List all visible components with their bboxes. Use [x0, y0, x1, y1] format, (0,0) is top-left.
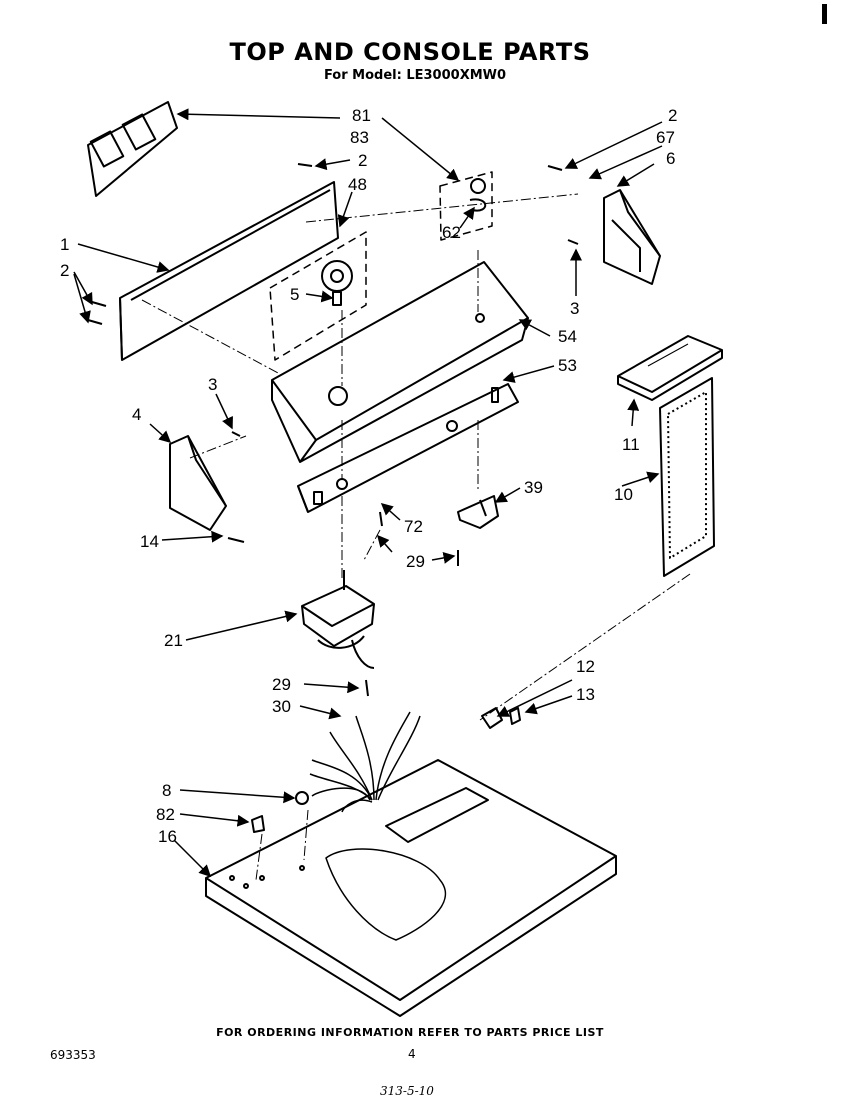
- callout-21: 21: [164, 631, 183, 650]
- callout-10: 10: [614, 485, 633, 504]
- lint-filter-cover: [617, 335, 723, 401]
- dryer-top: [205, 759, 617, 1017]
- callout-8: 8: [162, 781, 171, 800]
- callout-3: 3: [208, 375, 217, 394]
- page-title: TOP AND CONSOLE PARTS: [229, 38, 591, 66]
- ordering-info-note: FOR ORDERING INFORMATION REFER TO PARTS …: [216, 1026, 604, 1039]
- clip-part: [481, 707, 503, 729]
- callout-53: 53: [558, 356, 577, 375]
- corner-registration-mark: [822, 4, 827, 24]
- callout-83: 83: [350, 128, 369, 147]
- timer-motor: [301, 570, 375, 669]
- callout-39: 39: [524, 478, 543, 497]
- cable-clip-part: [251, 815, 265, 833]
- callout-5: 5: [290, 285, 299, 304]
- callout-54: 54: [558, 327, 577, 346]
- handwritten-note: 313-5-10: [380, 1084, 434, 1098]
- small-bracket: [457, 495, 499, 529]
- control-panel-insert: [87, 101, 178, 197]
- callout-82: 82: [156, 805, 175, 824]
- switch-assembly: [439, 171, 493, 241]
- callout-11: 11: [622, 435, 640, 454]
- callout-30: 30: [272, 697, 291, 716]
- callout-6: 6: [666, 149, 675, 168]
- nut-part: [295, 791, 309, 805]
- model-subtitle: For Model: LE3000XMW0: [323, 68, 507, 83]
- callout-2: 2: [358, 151, 367, 170]
- callout-29: 29: [272, 675, 291, 694]
- callout-labels: 81 83 2 48 1 2 5 62 2 67 6 3 54 53 3 4 1…: [60, 106, 677, 846]
- left-end-cap: [169, 435, 227, 531]
- lint-filter: [659, 377, 715, 577]
- callout-2: 2: [60, 261, 69, 280]
- assembly-lines: [141, 193, 691, 881]
- callout-29: 29: [406, 552, 425, 571]
- screw-part: [509, 707, 521, 725]
- control-bracket: [297, 383, 519, 513]
- document-number: 693353: [50, 1048, 96, 1062]
- callout-48: 48: [348, 175, 367, 194]
- callout-4: 4: [132, 405, 141, 424]
- callout-81: 81: [352, 106, 371, 125]
- callout-72: 72: [404, 517, 423, 536]
- callout-1: 1: [60, 235, 69, 254]
- page-number: 4: [408, 1047, 416, 1061]
- console-front-panel: [119, 181, 339, 361]
- callout-12: 12: [576, 657, 595, 676]
- callout-16: 16: [158, 827, 177, 846]
- callout-67: 67: [656, 128, 675, 147]
- callout-62: 62: [442, 223, 461, 242]
- callout-2: 2: [668, 106, 677, 125]
- leader-lines: [73, 108, 663, 878]
- right-end-cap: [603, 189, 661, 285]
- console-housing: [271, 261, 529, 463]
- callout-14: 14: [140, 532, 159, 551]
- callout-13: 13: [576, 685, 595, 704]
- callout-3: 3: [570, 299, 579, 318]
